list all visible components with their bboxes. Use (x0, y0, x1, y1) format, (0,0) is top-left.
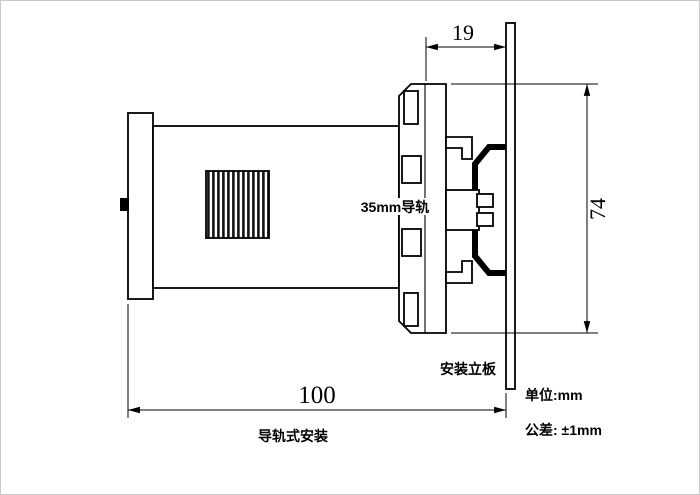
latch-tooth-top (476, 193, 494, 208)
dimension-value-100: 100 (298, 382, 336, 409)
clip-window-bottom (401, 228, 422, 257)
dimension-value-74: 74 (585, 198, 610, 220)
top-hook (445, 136, 473, 160)
dimension-74: 74 (451, 83, 610, 334)
flange-bottom-slot (403, 292, 419, 327)
rail-label-backing (365, 198, 427, 215)
drawing-caption: 导轨式安装 (258, 428, 329, 444)
dimension-19: 19 (425, 20, 506, 81)
label-din-rail: 35mm导轨 (361, 199, 429, 215)
tolerance-note: 公差: ±1mm (525, 422, 602, 438)
latch-body (445, 189, 480, 231)
rail-clips (445, 136, 494, 284)
dimension-100: 100 (127, 304, 507, 418)
clip-window-top (401, 155, 422, 184)
ventilation-grille (205, 170, 270, 239)
label-mounting-plate: 安装立板 (440, 361, 497, 377)
device-body (152, 125, 400, 289)
dimension-value-19: 19 (452, 20, 474, 45)
bottom-hook (445, 260, 473, 284)
flange-top-slot (403, 90, 419, 125)
mounting-plate (505, 22, 516, 390)
front-bezel (127, 112, 154, 300)
unit-note: 单位:mm (525, 387, 583, 403)
terminal-nub (120, 198, 129, 211)
latch-tooth-bottom (476, 212, 494, 227)
